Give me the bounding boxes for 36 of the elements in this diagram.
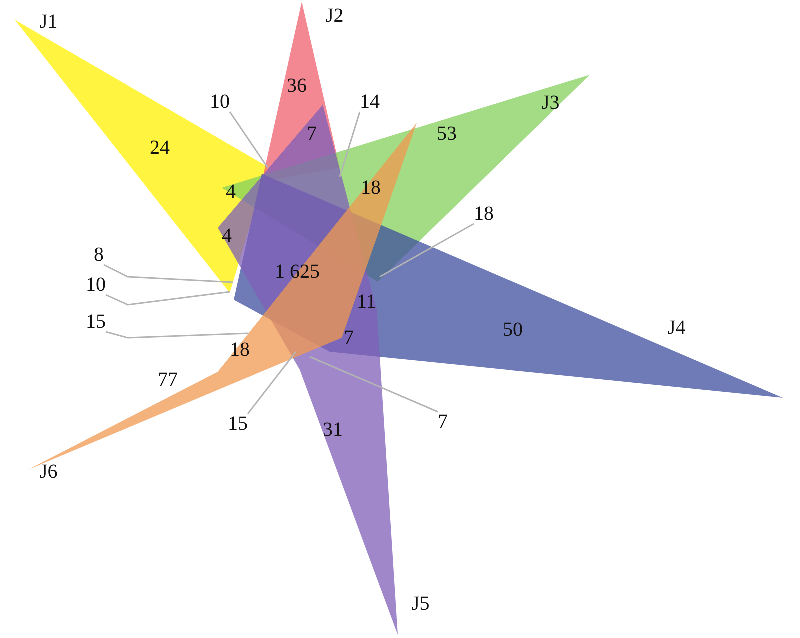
region-count: 53 <box>437 124 457 144</box>
region-count: 18 <box>361 178 381 198</box>
set-label: J1 <box>40 12 58 32</box>
leader-line <box>380 223 474 278</box>
set-label: J5 <box>412 594 430 614</box>
region-count: 11 <box>357 292 376 312</box>
set-label: J6 <box>40 462 58 482</box>
callout-number: 10 <box>210 92 230 112</box>
leader-line <box>104 264 234 284</box>
region-count: 4 <box>222 226 232 246</box>
callout-number: 8 <box>94 245 104 265</box>
region-count: 7 <box>307 124 317 144</box>
region-count: 31 <box>323 420 343 440</box>
region-count: 24 <box>150 138 170 158</box>
region-count: 7 <box>344 328 354 348</box>
leader-line <box>310 356 438 413</box>
callout-number: 15 <box>228 414 248 434</box>
set-label: J4 <box>668 318 686 338</box>
callout-number: 7 <box>438 412 448 432</box>
leader-line <box>229 112 269 168</box>
region-count: 36 <box>287 76 307 96</box>
leader-line <box>247 352 297 414</box>
set-label: J2 <box>326 6 344 26</box>
set-label: J3 <box>542 93 560 113</box>
region-count: 4 <box>226 182 236 202</box>
leader-line <box>106 291 230 306</box>
callout-number: 14 <box>360 92 380 112</box>
region-count: 1 625 <box>275 262 320 282</box>
callout-number: 15 <box>86 312 106 332</box>
region-count: 77 <box>158 370 178 390</box>
region-count: 50 <box>503 320 523 340</box>
callout-number: 18 <box>474 204 494 224</box>
region-count: 18 <box>230 340 250 360</box>
leader-line <box>106 331 249 339</box>
callout-number: 10 <box>86 275 106 295</box>
leader-line <box>339 112 361 178</box>
